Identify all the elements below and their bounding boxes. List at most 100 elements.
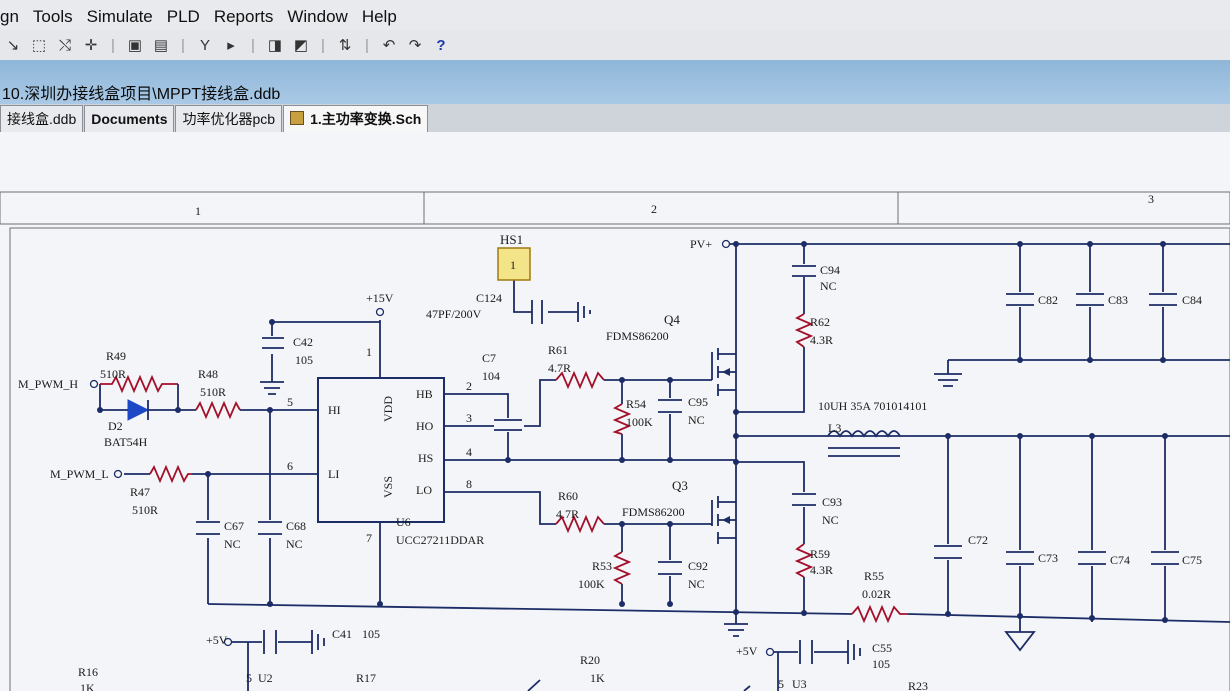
ports xyxy=(89,239,775,657)
c93-capacitor[interactable] xyxy=(792,493,816,506)
c92-capacitor[interactable] xyxy=(658,561,682,575)
l3-inductor[interactable] xyxy=(827,430,901,457)
schematic-doc-icon xyxy=(290,111,305,125)
c84-capacitor[interactable] xyxy=(1149,293,1177,306)
wire-lo xyxy=(444,491,556,525)
r48-resistor[interactable] xyxy=(195,400,241,420)
c7-capacitor[interactable] xyxy=(494,419,522,431)
wire-gnd-rail-right xyxy=(907,613,1230,623)
menu-tools[interactable]: Tools xyxy=(32,7,73,26)
c124-capacitor[interactable] xyxy=(531,300,543,324)
browse-library-icon[interactable]: ▤ xyxy=(153,37,169,54)
r55-resistor[interactable] xyxy=(851,604,908,624)
r48-ref: R48 xyxy=(198,367,218,381)
r49-resistor[interactable] xyxy=(100,374,178,394)
r60-value: 4.7R xyxy=(556,507,579,521)
menu-pld[interactable]: PLD xyxy=(166,7,200,26)
hierarchy-icon[interactable]: ◨ xyxy=(267,37,283,54)
q3-mosfet[interactable] xyxy=(711,496,736,544)
c42-capacitor[interactable] xyxy=(262,337,284,349)
u6-pin4: 4 xyxy=(466,445,472,459)
move-icon[interactable]: ✛ xyxy=(84,37,98,54)
c124-value: 47PF/200V xyxy=(426,307,482,321)
align-icon[interactable]: ⇅ xyxy=(338,37,352,54)
wire-pwm-h-left xyxy=(99,384,120,411)
c41-capacitor[interactable] xyxy=(263,630,277,654)
ground-icon xyxy=(934,373,962,387)
r53-resistor[interactable] xyxy=(612,551,632,585)
c73-capacitor[interactable] xyxy=(1006,551,1034,565)
c7-value: 104 xyxy=(482,369,500,383)
deselect-icon[interactable]: ⤭ xyxy=(58,36,71,54)
u6-pin8: 8 xyxy=(466,477,472,491)
tab-schematic[interactable]: 1.主功率变换.Sch xyxy=(283,105,429,132)
tab-documents[interactable]: Documents xyxy=(84,105,175,132)
tab-ddb[interactable]: 接线盒.ddb xyxy=(0,105,84,132)
run-icon[interactable]: ▸ xyxy=(227,37,235,54)
ground-icon xyxy=(260,381,284,395)
r55-ref: R55 xyxy=(864,569,884,583)
menu-reports[interactable]: Reports xyxy=(213,7,274,26)
c83-ref: C83 xyxy=(1108,293,1128,307)
select-area-icon[interactable]: ⬚ xyxy=(31,37,47,54)
c67-value: NC xyxy=(224,537,241,551)
c84-ref: C84 xyxy=(1182,293,1202,307)
library-icon[interactable]: ▣ xyxy=(127,37,143,54)
r59-resistor[interactable] xyxy=(794,543,814,578)
c82-capacitor[interactable] xyxy=(1006,293,1034,306)
c75-ref: C75 xyxy=(1182,553,1202,567)
hs1-heatsink[interactable] xyxy=(497,247,531,281)
c83-capacitor[interactable] xyxy=(1076,293,1104,306)
c42-value: 105 xyxy=(295,353,313,367)
probe-icon[interactable]: Y xyxy=(199,36,210,54)
d2-diode[interactable] xyxy=(127,399,150,421)
u6-pin5: 5 xyxy=(287,395,293,409)
c68-capacitor[interactable] xyxy=(258,521,282,535)
l3-ref: L3 xyxy=(828,421,841,435)
c72-capacitor[interactable] xyxy=(934,545,962,559)
tab-schematic-label: 1.主功率变换.Sch xyxy=(310,111,422,127)
r49-value: 510R xyxy=(100,367,126,381)
zone-label-1: 1 xyxy=(195,204,201,218)
toolbar-separator: | xyxy=(365,36,369,54)
tab-pcb[interactable]: 功率优化器pcb xyxy=(175,105,283,132)
menu-window[interactable]: Window xyxy=(287,7,348,26)
u6-vdd: VDD xyxy=(381,396,395,422)
undo-icon[interactable]: ↶ xyxy=(382,37,396,54)
menu-help[interactable]: Help xyxy=(361,7,397,26)
c94-capacitor[interactable] xyxy=(792,265,816,277)
r62-value: 4.3R xyxy=(810,333,833,347)
menu-design[interactable]: gn xyxy=(0,7,19,26)
c74-capacitor[interactable] xyxy=(1078,551,1106,565)
document-title-bar: 10.深圳办接线盒项目\MPPT接线盒.ddb xyxy=(0,60,1230,104)
c95-capacitor[interactable] xyxy=(658,399,682,413)
u3-ref: U3 xyxy=(792,677,807,691)
c67-capacitor[interactable] xyxy=(196,521,220,535)
r62-resistor[interactable] xyxy=(794,313,814,348)
u6-hb: HB xyxy=(416,387,433,401)
r60-resistor[interactable] xyxy=(555,514,605,534)
r20-ref: R20 xyxy=(580,653,600,667)
schematic-sheet[interactable]: 1 2 3 xyxy=(0,132,1230,691)
menu-simulate[interactable]: Simulate xyxy=(86,7,153,26)
c68-value: NC xyxy=(286,537,303,551)
wire-tool-icon[interactable]: ↘ xyxy=(6,37,20,54)
c42-ref: C42 xyxy=(293,335,313,349)
r54-ref: R54 xyxy=(626,397,646,411)
hs1-ref: HS1 xyxy=(500,232,523,247)
r55-value: 0.02R xyxy=(862,587,891,601)
hs1-pin-label: 1 xyxy=(510,258,516,272)
r61-resistor[interactable] xyxy=(555,370,605,390)
r54-resistor[interactable] xyxy=(612,403,632,435)
redo-icon[interactable]: ↷ xyxy=(408,37,422,54)
u6-driver-ic[interactable] xyxy=(317,377,445,523)
r47-resistor[interactable] xyxy=(149,464,192,484)
q4-mosfet[interactable] xyxy=(711,348,736,396)
c75-capacitor[interactable] xyxy=(1151,551,1179,565)
net-pwm-l: M_PWM_L xyxy=(50,467,109,481)
sheet-icon[interactable]: ◩ xyxy=(293,37,309,54)
c55-capacitor[interactable] xyxy=(799,640,813,664)
window-title: 10.深圳办接线盒项目\MPPT接线盒.ddb xyxy=(2,86,281,103)
help-icon[interactable]: ? xyxy=(436,36,446,54)
r47-ref: R47 xyxy=(130,485,150,499)
